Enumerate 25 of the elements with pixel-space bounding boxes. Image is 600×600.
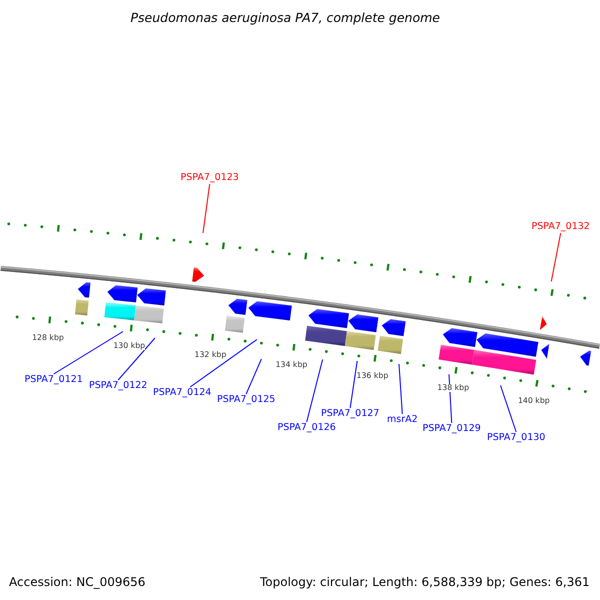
gene-label: PSPA7_0121: [24, 374, 83, 386]
leader-line: [202, 184, 210, 234]
gene-label: msrA2: [387, 414, 418, 426]
gene-label: PSPA7_0125: [217, 394, 276, 406]
leader-line: [190, 339, 258, 388]
leader-line: [500, 384, 517, 432]
gene-label: PSPA7_0130: [487, 432, 546, 444]
gene-label: PSPA7_0132: [532, 221, 590, 233]
footer-text: Accession: NC_009656: [9, 575, 146, 589]
leader-line: [246, 358, 262, 394]
leader-line: [53, 331, 124, 374]
footer-text: Topology: circular; Length: 6,588,339 bp; Genes: 6,361: [260, 575, 590, 589]
gene-label: PSPA7_0122: [89, 380, 148, 392]
gene-label: PSPA7_0123: [180, 172, 239, 184]
leader-line: [306, 359, 324, 422]
gene-label: PSPA7_0129: [422, 423, 481, 435]
diagram-title: Pseudomonas aeruginosa PA7, complete genome: [130, 10, 440, 25]
gene-label: PSPA7_0127: [321, 408, 380, 420]
leader-line: [118, 338, 156, 380]
leader-line: [550, 232, 562, 282]
leader-line: [350, 360, 358, 408]
leader-line: [448, 374, 452, 424]
gene-label: PSPA7_0124: [153, 387, 212, 399]
leader-line: [398, 364, 403, 414]
gene-label: PSPA7_0126: [278, 422, 336, 434]
